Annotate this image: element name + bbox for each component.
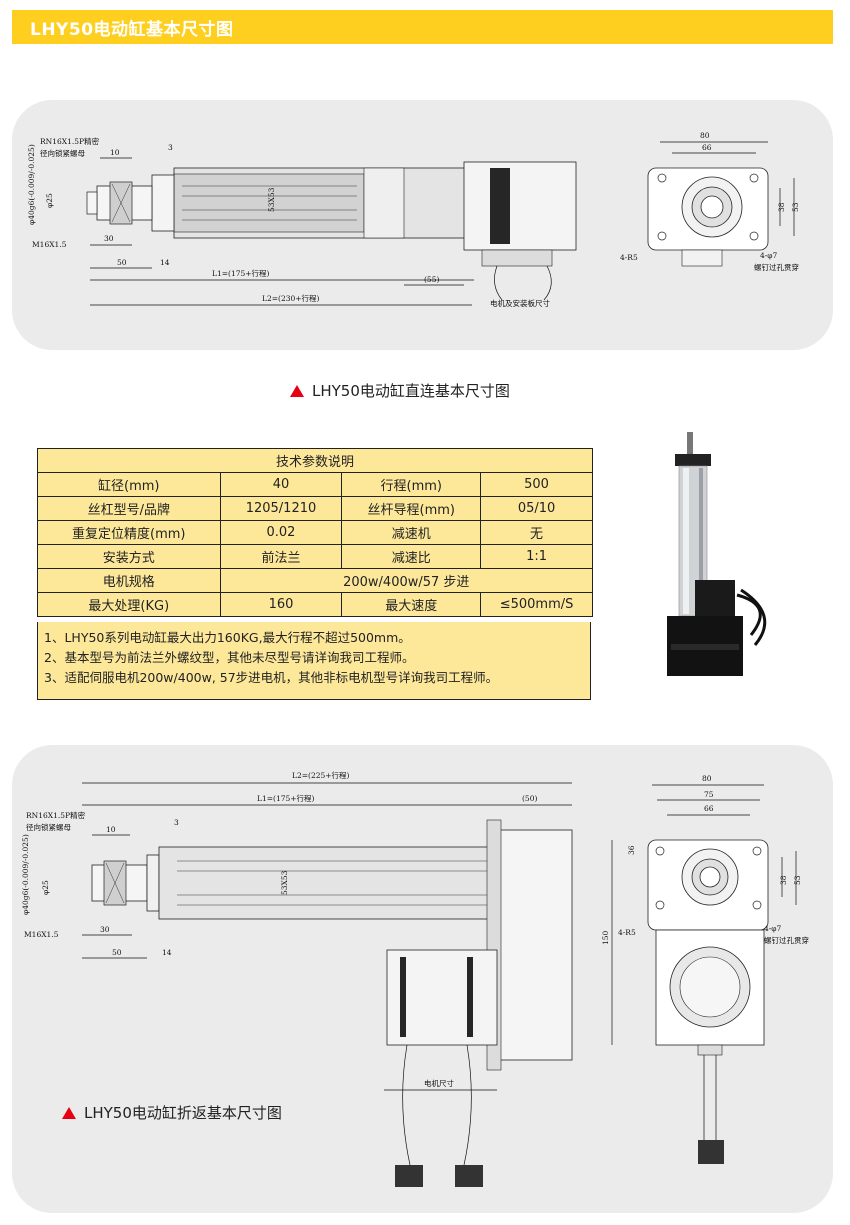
spec-cell: 减速机 xyxy=(341,520,482,545)
direct-drawing-panel: L1=(175+行程) L2=(230+行程) (55) 50 14 30 M1… xyxy=(12,100,833,350)
table-row: 丝杠型号/品牌 1205/1210 丝杆导程(mm) 05/10 xyxy=(37,496,593,521)
spec-cell: 丝杆导程(mm) xyxy=(341,496,482,521)
d30-label: 30 xyxy=(100,925,110,934)
h36-label: 36 xyxy=(627,845,636,855)
d25-label: φ25 xyxy=(41,880,50,895)
r5-label: 4-R5 xyxy=(620,253,638,262)
note-item: 1、LHY50系列电动缸最大出力160KG,最大行程不超过500mm。 xyxy=(44,630,411,645)
d14-label: 14 xyxy=(162,948,172,957)
m16-label: M16X1.5 xyxy=(32,240,67,249)
direct-drawing: L1=(175+行程) L2=(230+行程) (55) 50 14 30 M1… xyxy=(27,131,800,308)
spec-cell: 0.02 xyxy=(219,520,343,545)
triangle-marker-icon xyxy=(290,384,304,397)
l2-label: L2=(230+行程) xyxy=(262,293,320,303)
spec-cell: 减速比 xyxy=(341,544,482,569)
spec-table: 技术参数说明 缸径(mm) 40 行程(mm) 500 丝杠型号/品牌 1205… xyxy=(37,448,594,617)
note-item: 3、适配伺服电机200w/400w, 57步进电机，其他非标电机型号详询我司工程… xyxy=(44,670,499,685)
w66-label: 66 xyxy=(704,804,714,813)
spec-cell: 丝杠型号/品牌 xyxy=(37,496,221,521)
w80-label: 80 xyxy=(700,131,710,140)
spec-cell: 500 xyxy=(480,472,593,497)
hole-label: 4-φ7 xyxy=(760,251,778,260)
h38-label: 38 xyxy=(777,202,786,212)
spec-cell: 缸径(mm) xyxy=(37,472,221,497)
d25-label: φ25 xyxy=(45,193,54,208)
dg6-label: φ40g6(-0.009/-0.025) xyxy=(21,834,30,915)
spec-title: 技术参数说明 xyxy=(37,448,593,473)
d30-label: 30 xyxy=(104,234,114,243)
spec-cell: 05/10 xyxy=(480,496,593,521)
spec-cell: 无 xyxy=(480,520,593,545)
thread-note-1: RN16X1.5P精密 xyxy=(40,136,100,146)
d3-label: 3 xyxy=(174,818,179,827)
dg6-label: φ40g6(-0.009/-0.025) xyxy=(27,144,36,225)
spec-cell: 40 xyxy=(219,472,343,497)
thread-note-2: 径向锁紧螺母 xyxy=(26,822,71,832)
table-row: 重复定位精度(mm) 0.02 减速机 无 xyxy=(37,520,593,545)
w75-label: 75 xyxy=(704,790,714,799)
spec-cell: 200w/400w/57 步进 xyxy=(219,568,594,593)
h38-label: 38 xyxy=(779,875,788,885)
h53-label: 53 xyxy=(791,202,800,212)
hole-label: 4-φ7 xyxy=(764,924,782,933)
table-row: 安装方式 前法兰 减速比 1:1 xyxy=(37,544,593,569)
d55-label: (55) xyxy=(424,275,439,284)
l1-label: L1=(175+行程) xyxy=(212,268,270,278)
thread-note-2: 径向锁紧螺母 xyxy=(40,148,85,158)
table-row: 最大处理(KG) 160 最大速度 ≤500mm/S xyxy=(37,592,593,617)
d50b-label: 50 xyxy=(112,948,122,957)
note-item: 2、基本型号为前法兰外螺纹型，其他未尽型号请详询我司工程师。 xyxy=(44,650,415,665)
w66-label: 66 xyxy=(702,143,712,152)
folded-caption-text: LHY50电动缸折返基本尺寸图 xyxy=(84,1104,282,1122)
r5-label: 4-R5 xyxy=(618,928,636,937)
d14-label: 14 xyxy=(160,258,170,267)
direct-caption-text: LHY50电动缸直连基本尺寸图 xyxy=(312,382,510,400)
folded-drawing-panel: L2=(225+行程) L1=(175+行程) (50) RN16X1.5P精密… xyxy=(12,745,833,1213)
header-bar: LHY50电动缸基本尺寸图 xyxy=(12,10,833,44)
d3-label: 3 xyxy=(168,143,173,152)
folded-caption: LHY50电动缸折返基本尺寸图 xyxy=(62,1102,282,1123)
d50-label: 50 xyxy=(117,258,127,267)
l1-label: L1=(175+行程) xyxy=(257,793,315,803)
spec-cell: 重复定位精度(mm) xyxy=(37,520,221,545)
spec-cell: ≤500mm/S xyxy=(480,592,593,617)
w80-label: 80 xyxy=(702,774,712,783)
thread-note-1: RN16X1.5P精密 xyxy=(26,810,86,820)
hole-note: 螺钉过孔贯穿 xyxy=(754,262,799,272)
spec-cell: 前法兰 xyxy=(219,544,343,569)
spec-cell: 1:1 xyxy=(480,544,593,569)
spec-cell: 1205/1210 xyxy=(219,496,343,521)
motor-label: 电机尺寸 xyxy=(424,1078,454,1088)
folded-drawing: L2=(225+行程) L1=(175+行程) (50) RN16X1.5P精密… xyxy=(21,770,809,1187)
d10-label: 10 xyxy=(110,148,120,157)
h53-label: 53 xyxy=(793,875,802,885)
page-title: LHY50电动缸基本尺寸图 xyxy=(30,19,234,40)
section-label: 53X53 xyxy=(267,187,276,212)
d10-label: 10 xyxy=(106,825,116,834)
h150-label: 150 xyxy=(601,930,610,945)
m16-label: M16X1.5 xyxy=(24,930,59,939)
spec-cell: 电机规格 xyxy=(37,568,221,593)
d50-label: (50) xyxy=(522,794,537,803)
triangle-marker-icon xyxy=(62,1106,76,1119)
spec-cell: 安装方式 xyxy=(37,544,221,569)
spec-cell: 最大速度 xyxy=(341,592,482,617)
table-row: 技术参数说明 xyxy=(37,448,593,473)
table-row: 电机规格 200w/400w/57 步进 xyxy=(37,568,594,593)
spec-cell: 最大处理(KG) xyxy=(37,592,221,617)
table-row: 缸径(mm) 40 行程(mm) 500 xyxy=(37,472,593,497)
product-photo xyxy=(667,432,767,676)
hole-note: 螺钉过孔贯穿 xyxy=(764,935,809,945)
section-label: 53X53 xyxy=(280,870,289,895)
spec-cell: 行程(mm) xyxy=(341,472,482,497)
spec-notes: 1、LHY50系列电动缸最大出力160KG,最大行程不超过500mm。 2、基本… xyxy=(37,622,591,700)
spec-cell: 160 xyxy=(219,592,343,617)
direct-caption: LHY50电动缸直连基本尺寸图 xyxy=(290,380,510,401)
l2-label: L2=(225+行程) xyxy=(292,770,350,780)
motor-label: 电机及安装板尺寸 xyxy=(490,298,550,308)
